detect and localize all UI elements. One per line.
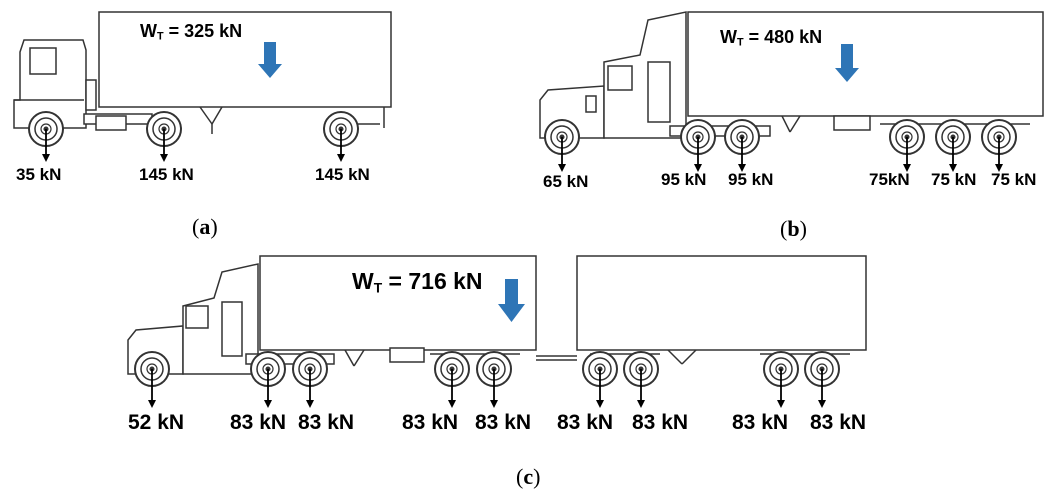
- total-weight-label-a: WT = 325 kN: [140, 22, 242, 42]
- axle-load-c-8: 83 kN: [732, 411, 789, 434]
- chassis-c: [245, 353, 335, 365]
- sleeper-cab-b: [603, 11, 687, 139]
- axle-load-b-1: 65 kN: [543, 172, 589, 191]
- axle-load-c-3: 83 kN: [298, 411, 355, 434]
- total-weight-subscript: T: [737, 36, 744, 49]
- truck-c: [127, 255, 867, 387]
- total-weight-value: = 325 kN: [168, 21, 243, 41]
- axle-load-c-9: 83 kN: [810, 411, 867, 434]
- axle-load-c-6: 83 kN: [557, 411, 614, 434]
- axle-load-a-2: 145 kN: [139, 165, 194, 184]
- axle-load-a-3: 145 kN: [315, 165, 370, 184]
- total-weight-value: = 480 kN: [748, 27, 823, 47]
- total-weight-subscript: T: [373, 280, 383, 296]
- total-weight-subscript: T: [157, 30, 164, 43]
- axle-load-c-5: 83 kN: [475, 411, 532, 434]
- total-weight-symbol: W: [352, 268, 374, 294]
- trailer-box-c-1: [259, 255, 537, 351]
- total-weight-symbol: W: [720, 27, 737, 47]
- resultant-arrow-a: [258, 42, 282, 78]
- axle-load-c-1: 52 kN: [128, 411, 185, 434]
- axle-load-c-7: 83 kN: [632, 411, 689, 434]
- axle-load-c-2: 83 kN: [230, 411, 287, 434]
- axle-load-b-5: 75 kN: [931, 170, 977, 189]
- sleeper-cab-c: [182, 263, 259, 375]
- axle-load-b-4: 75kN: [869, 170, 910, 189]
- total-weight-label-c: WT = 716 kN: [352, 270, 483, 295]
- axle-load-b-2: 95 kN: [661, 170, 707, 189]
- total-weight-label-b: WT = 480 kN: [720, 28, 822, 48]
- truck-b: [539, 11, 1044, 155]
- axle-load-a-1: 35 kN: [16, 165, 62, 184]
- axle-load-c-4: 83 kN: [402, 411, 459, 434]
- trailer-box-b: [687, 11, 1044, 117]
- axle-load-b-3: 95 kN: [728, 170, 774, 189]
- trailer-box-a: [98, 11, 392, 108]
- trailer-box-c-2: [576, 255, 867, 351]
- total-weight-symbol: W: [140, 21, 157, 41]
- resultant-arrow-c: [498, 279, 525, 322]
- caption-b: (b): [780, 216, 807, 241]
- chassis-b: [669, 125, 771, 137]
- total-weight-value: = 716 kN: [388, 268, 483, 294]
- axle-load-b-6: 75 kN: [991, 170, 1037, 189]
- resultant-arrow-b: [835, 44, 859, 82]
- caption-a: (a): [192, 214, 218, 239]
- truck-a: [13, 11, 392, 147]
- caption-c: (c): [516, 464, 541, 489]
